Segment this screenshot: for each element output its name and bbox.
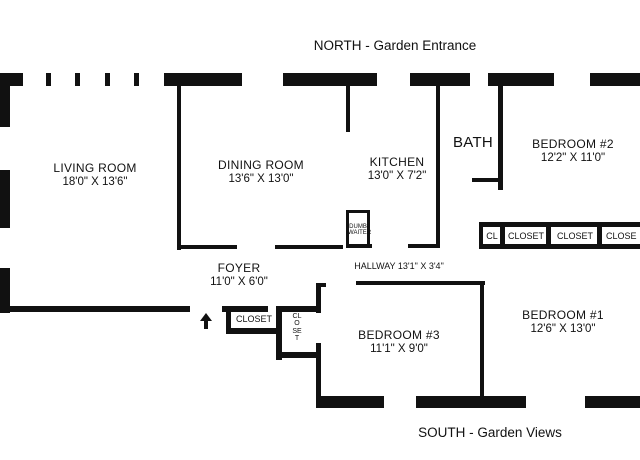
room-name: DINING ROOM: [218, 158, 304, 172]
closet-divider: [546, 222, 551, 249]
room-name: KITCHEN: [369, 155, 425, 169]
foyer-closet-wall: [226, 306, 231, 333]
west-wall-segment: [0, 170, 10, 228]
south-wall-segment: [316, 396, 384, 408]
room-hallway: HALLWAY 13'1" X 3'4": [354, 261, 444, 271]
room-size: 18'0" X 13'6": [62, 175, 128, 188]
room-size: 12'2" X 11'0": [540, 151, 606, 164]
room-name: BEDROOM #2: [532, 137, 614, 151]
closet-wall: [479, 222, 640, 227]
kitchen-south-wall: [408, 244, 440, 248]
room-size: 11'0" X 6'0": [210, 275, 268, 288]
closet-divider: [597, 222, 602, 249]
closet-divider: [479, 222, 483, 249]
bedroom3-west-wall: [316, 343, 321, 408]
foyer-closet-wall: [276, 352, 320, 358]
closet-wall: [479, 244, 640, 249]
room-name: BEDROOM #1: [522, 308, 604, 322]
room-size: 11'1" X 9'0": [370, 342, 428, 355]
foyer-closet-wall: [276, 306, 282, 360]
west-wall-segment: [0, 73, 10, 127]
bedroom3-north-wall: [356, 281, 485, 285]
walls: [0, 73, 640, 408]
west-wall-segment: [0, 268, 10, 313]
room-size: 13'0" X 7'2": [367, 169, 427, 182]
dumbwaiter-label: DUMB- WAITER: [348, 224, 372, 237]
south-caption: SOUTH - Garden Views: [418, 425, 562, 440]
window-mullion: [75, 73, 80, 86]
bedroom3-east-wall: [480, 281, 484, 399]
north-wall-segment: [164, 73, 242, 86]
dining-west-wall: [177, 86, 181, 250]
entry-arrow-icon: [200, 313, 212, 329]
room-living: LIVING ROOM 18'0" X 13'6": [30, 161, 160, 189]
north-caption: NORTH - Garden Entrance: [313, 38, 477, 53]
bath-south-wall: [472, 178, 502, 182]
north-wall-segment: [410, 73, 470, 86]
dumbwaiter-box: [346, 210, 370, 213]
room-dining: DINING ROOM 13'6" X 13'0": [196, 158, 326, 186]
foyer-closet-wall: [276, 306, 320, 312]
dining-south-wall: [275, 245, 343, 249]
north-wall-segment: [590, 73, 640, 86]
foyer-closet-label: CLOSET: [235, 314, 272, 324]
kitchen-south-wall: [346, 244, 372, 248]
dining-south-wall: [177, 245, 237, 249]
room-bedroom1: BEDROOM #1 12'6" X 13'0": [508, 308, 618, 336]
window-mullion: [46, 73, 51, 86]
window-mullion: [105, 73, 110, 86]
closet-label: CLOSE: [606, 231, 637, 241]
closet-label: CLOSET: [507, 231, 544, 241]
bath-east-wall: [498, 86, 503, 190]
bedroom3-north-wall: [316, 283, 326, 287]
kitchen-east-wall: [436, 86, 440, 248]
room-bedroom3: BEDROOM #3 11'1" X 9'0": [344, 328, 454, 356]
north-wall-segment: [488, 73, 554, 86]
window-mullion: [134, 73, 139, 86]
south-wall-segment: [585, 396, 640, 408]
dumbwaiter-box: [346, 210, 349, 247]
closet-wall-fill: [520, 222, 546, 227]
room-size: 13'6" X 13'0": [228, 172, 294, 185]
room-bath: BATH: [446, 134, 500, 151]
south-wall-segment: [416, 396, 526, 408]
room-name: FOYER: [217, 261, 261, 275]
north-wall-segment: [283, 73, 377, 86]
room-size: 12'6" X 13'0": [530, 322, 596, 335]
room-name: BEDROOM #3: [358, 328, 440, 342]
closet-label: CL: [486, 231, 498, 241]
closet-divider: [500, 222, 505, 249]
foyer-closet-vertical-label: CLOSET: [292, 313, 302, 343]
room-name: BATH: [452, 134, 494, 151]
foyer-closet-wall: [222, 306, 268, 312]
room-kitchen: KITCHEN 13'0" X 7'2": [350, 155, 444, 183]
living-south-wall: [0, 306, 190, 312]
bedroom3-west-wall: [316, 283, 321, 313]
room-name: LIVING ROOM: [53, 161, 137, 175]
room-foyer: FOYER 11'0" X 6'0": [194, 261, 284, 289]
closet-label: CLOSET: [556, 231, 593, 241]
dumbwaiter-box: [367, 210, 370, 247]
foyer-closet-wall: [226, 328, 282, 334]
kitchen-west-wall: [346, 86, 350, 132]
room-bedroom2: BEDROOM #2 12'2" X 11'0": [518, 137, 628, 165]
